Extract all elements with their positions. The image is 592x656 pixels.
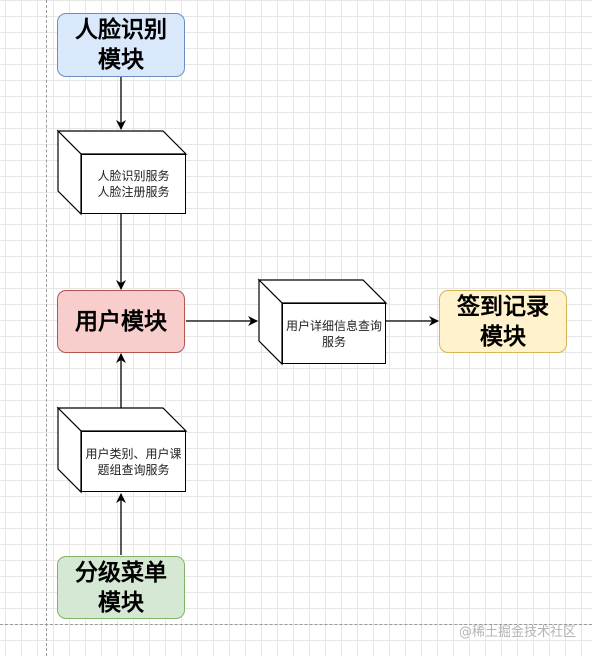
service-user-detail-query-3d-faces	[257, 278, 388, 366]
module-checkin-record[interactable]: 签到记录 模块	[439, 290, 567, 353]
service-user-detail-query[interactable]: 用户详细信息查询 服务	[282, 303, 386, 364]
watermark-text: @稀土掘金技术社区	[458, 625, 576, 640]
service-user-category-query[interactable]: 用户类别、用户课 题组查询服务	[81, 431, 186, 492]
module-face-recognition[interactable]: 人脸识别 模块	[57, 13, 185, 77]
service-user-category-query-3d-faces	[56, 406, 188, 494]
module-menu[interactable]: 分级菜单 模块	[57, 556, 185, 619]
service-face-services[interactable]: 人脸识别服务 人脸注册服务	[81, 154, 186, 214]
module-user[interactable]: 用户模块	[57, 290, 185, 353]
page-break-guide-vertical	[46, 0, 47, 656]
service-face-services-3d-faces	[56, 129, 188, 216]
page-break-guide-horizontal	[0, 624, 592, 625]
